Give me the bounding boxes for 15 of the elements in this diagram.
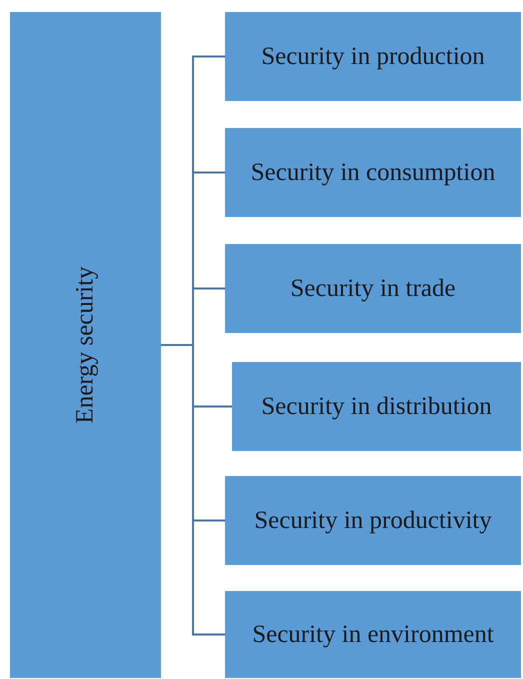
category-box [225,591,521,678]
box-label: Security in trade [290,274,456,302]
box-label: Security in environment [252,620,494,648]
category-box [225,128,521,217]
category-box [225,12,521,101]
category-box [225,476,521,565]
box-label: Security in consumption [250,158,496,186]
category-box [225,244,521,333]
root-box [10,12,161,678]
box-label: Security in distribution [261,392,492,420]
box-label: Energy security [72,266,100,424]
box-label: Security in production [261,42,485,70]
box-label: Security in productivity [254,506,492,534]
connector-line [161,344,225,636]
category-box [232,362,521,451]
